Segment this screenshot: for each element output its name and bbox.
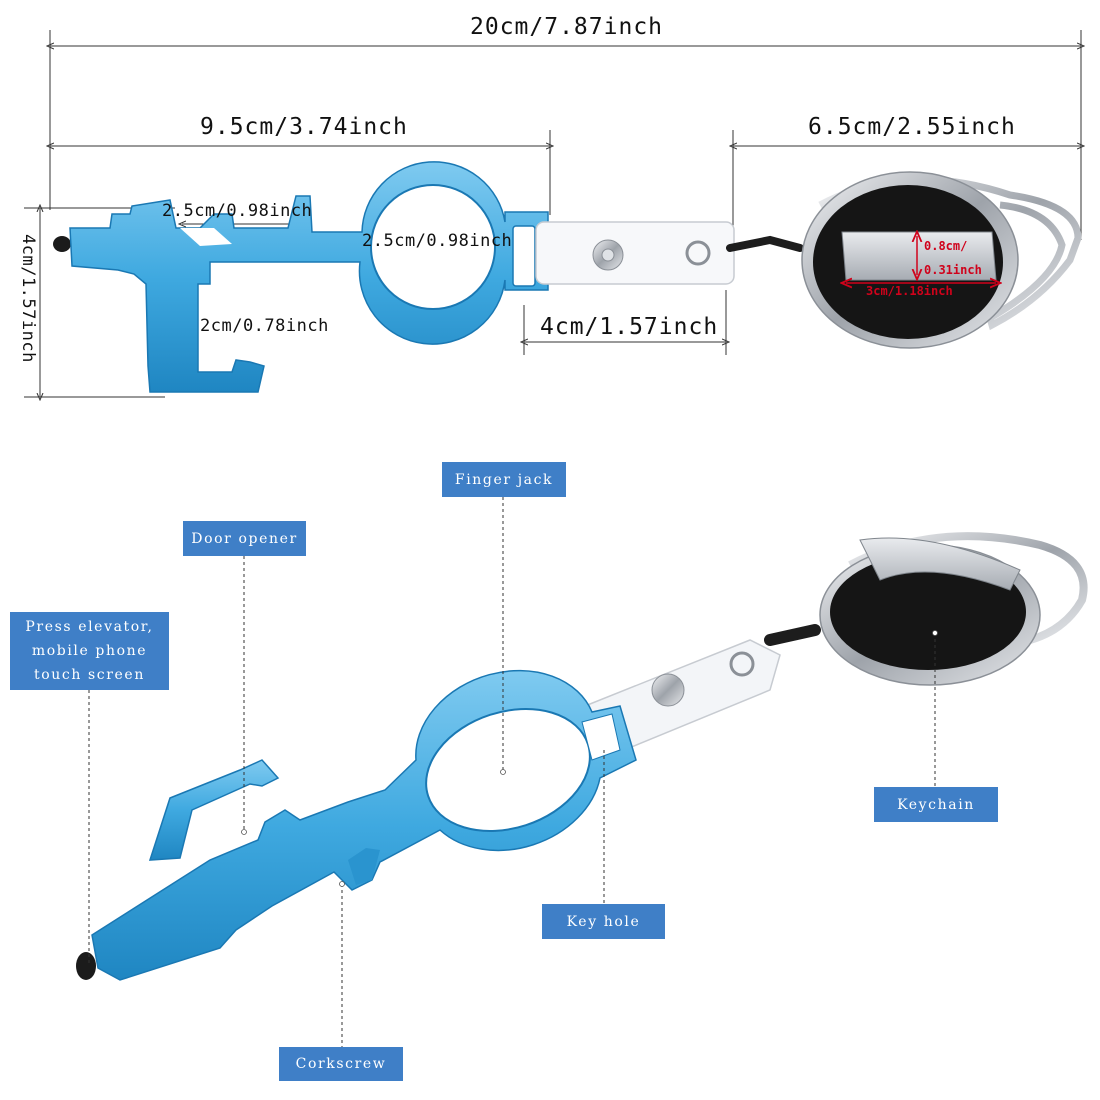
tool-length-label: 9.5cm/3.74inch xyxy=(200,114,408,140)
callout-press-elevator-line1: Press elevator, xyxy=(25,619,154,635)
slot-width-label: 2.5cm/0.98inch xyxy=(162,201,313,221)
callout-door-opener-text: Door opener xyxy=(191,530,298,547)
callout-keychain-text: Keychain xyxy=(897,796,975,813)
tool-angled-view xyxy=(76,532,1088,981)
callout-press-elevator-line2: mobile phone xyxy=(31,643,148,659)
strap-top xyxy=(535,221,735,285)
stylus-tip xyxy=(53,236,71,252)
belt-clip-bottom xyxy=(859,537,1021,591)
clip-height-label-a: 0.8cm/ xyxy=(924,239,968,253)
reel-cord xyxy=(726,235,804,252)
reel-top-view xyxy=(726,171,1082,349)
callout-key-hole: Key hole xyxy=(542,904,665,939)
callout-door-opener: Door opener xyxy=(183,521,306,556)
reel-length-label: 6.5cm/2.55inch xyxy=(808,114,1016,140)
stylus-tip-angled xyxy=(76,952,96,980)
door-hook-angled xyxy=(148,759,280,861)
callout-press-elevator-line3: touch screen xyxy=(34,667,145,683)
callout-finger-jack-text: Finger jack xyxy=(454,471,554,488)
corkscrew-notch xyxy=(348,848,380,885)
key-hole-angled xyxy=(581,713,621,761)
tool-top-view xyxy=(53,161,549,393)
key-hole-slot xyxy=(512,225,536,287)
callout-press-elevator: Press elevator, mobile phone touch scree… xyxy=(10,612,169,690)
hook-depth-label: 2cm/0.78inch xyxy=(200,316,329,336)
ring-diameter-label: 2.5cm/0.98inch xyxy=(362,231,513,251)
callout-keychain: Keychain xyxy=(874,787,998,822)
total-length-label: 20cm/7.87inch xyxy=(470,14,664,40)
reel-face-bottom xyxy=(830,554,1026,670)
clip-height-label-b: 0.31inch xyxy=(924,263,982,277)
corkscrew-slot xyxy=(180,228,232,246)
callout-leaders xyxy=(88,497,936,1047)
callout-key-hole-text: Key hole xyxy=(566,913,641,930)
strap-eyelet xyxy=(685,240,711,266)
callout-corkscrew: Corkscrew xyxy=(279,1047,403,1081)
strap-length-label: 4cm/1.57inch xyxy=(540,314,719,340)
callout-dots xyxy=(241,630,938,887)
tool-height-label: 4cm/1.57inch xyxy=(18,234,38,363)
clip-width-label: 3cm/1.18inch xyxy=(866,284,953,298)
reel-cord-bottom xyxy=(764,624,821,646)
snap-button-bottom xyxy=(651,673,685,707)
finger-ring-hole xyxy=(370,184,496,310)
callout-finger-jack: Finger jack xyxy=(442,462,566,497)
callout-corkscrew-text: Corkscrew xyxy=(295,1056,387,1072)
